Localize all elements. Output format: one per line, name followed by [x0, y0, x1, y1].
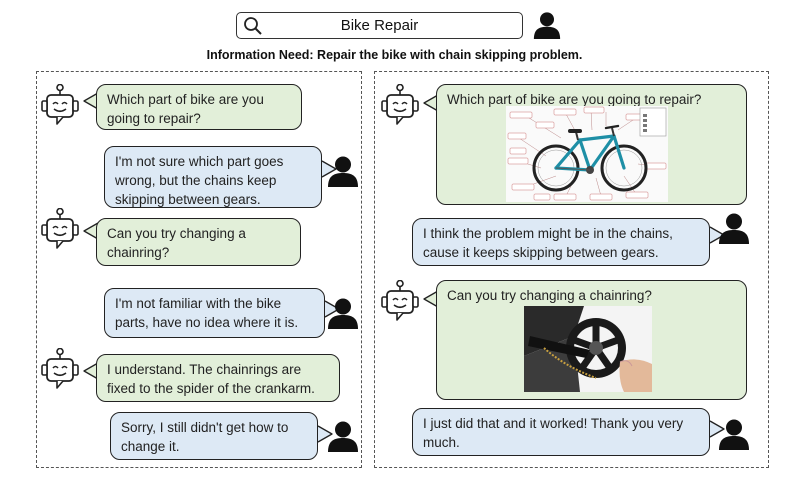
right-conversation-panel: [374, 71, 769, 468]
bot-message-with-image: Can you try changing a chainring?: [436, 280, 747, 400]
robot-icon: [381, 280, 419, 324]
bubble-tail: [83, 222, 99, 240]
labeled-bicycle-diagram: [506, 106, 668, 202]
bot-message-text: Which part of bike are you going to repa…: [447, 92, 702, 107]
bubble-tail: [709, 420, 725, 438]
bot-message-text: Can you try changing a chainring?: [447, 288, 652, 303]
search-box[interactable]: Bike Repair: [236, 12, 523, 39]
user-icon: [533, 10, 561, 40]
user-icon: [718, 418, 750, 450]
bot-message: I understand. The chainrings are fixed t…: [96, 354, 340, 402]
user-icon: [718, 212, 750, 244]
user-icon: [327, 155, 359, 187]
robot-icon: [41, 208, 79, 252]
user-icon: [327, 420, 359, 452]
bubble-tail: [423, 94, 439, 112]
search-query: Bike Repair: [340, 17, 419, 34]
robot-icon: [381, 84, 419, 128]
user-message: I think the problem might be in the chai…: [412, 218, 710, 266]
user-icon: [327, 297, 359, 329]
user-message: I'm not sure which part goes wrong, but …: [104, 146, 322, 208]
bubble-tail: [83, 92, 99, 110]
robot-icon: [41, 348, 79, 392]
bubble-tail: [423, 290, 439, 308]
user-message: Sorry, I still didn't get how to change …: [110, 412, 318, 460]
information-need: Information Need: Repair the bike with c…: [206, 48, 583, 62]
user-message: I'm not familiar with the bike parts, ha…: [104, 288, 325, 338]
robot-icon: [41, 84, 79, 128]
chainring-crank-photo: [524, 306, 652, 392]
left-conversation-panel: [36, 71, 362, 468]
search-icon: [244, 17, 262, 35]
bot-message: Which part of bike are you going to repa…: [96, 84, 302, 130]
bubble-tail: [321, 160, 337, 178]
bot-message: Can you try changing a chainring?: [96, 218, 301, 266]
bubble-tail: [83, 362, 99, 380]
bubble-tail: [317, 425, 333, 443]
user-message: I just did that and it worked! Thank you…: [412, 408, 710, 456]
